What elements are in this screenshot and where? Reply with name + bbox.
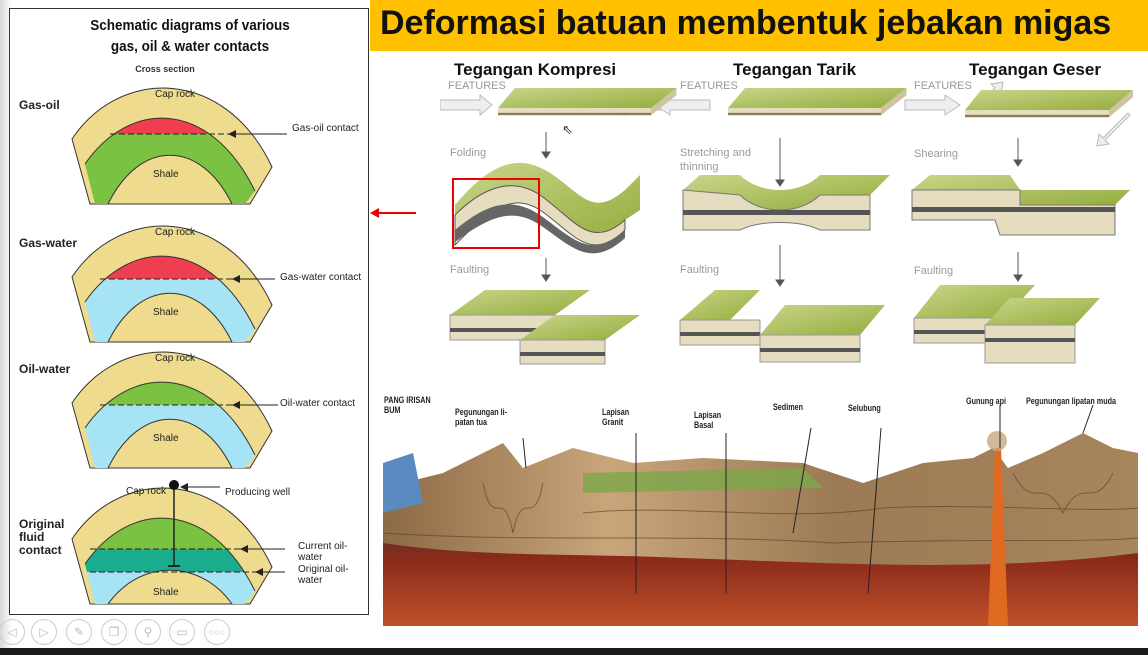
original-contact-label: Original oil-water (298, 564, 349, 586)
faulting-label: Faulting (680, 264, 720, 276)
title-line: PANG IRISAN (384, 395, 431, 405)
chevron-left-icon: ◁ (7, 625, 17, 639)
gas-oil-diagram (71, 87, 287, 205)
features-label: FEATURES (914, 80, 972, 92)
label-line: Lapisan (602, 407, 630, 417)
deformation-diagrams (440, 81, 1133, 365)
subtitles-button[interactable]: ▭ (169, 619, 195, 645)
see-all-slides-button[interactable]: ❐ (101, 619, 127, 645)
row-label-gas-oil: Gas-oil (19, 98, 60, 112)
column-title-tarik: Tegangan Tarik (733, 60, 857, 79)
gas-water-diagram (71, 225, 275, 343)
row-label-original-fluid-contact: Original fluid contact (19, 518, 64, 557)
slide-title: Deformasi batuan membentuk jebakan migas (380, 4, 1112, 42)
slide-title-bar: Deformasi batuan membentuk jebakan migas (370, 0, 1148, 51)
red-pointer-arrow (370, 208, 416, 218)
faulting-label: Faulting (914, 265, 954, 277)
producing-well-label: Producing well (225, 487, 291, 498)
features-label: FEATURES (680, 80, 738, 92)
faulting-label: Faulting (450, 264, 490, 276)
subtitles-icon: ▭ (176, 625, 188, 639)
cap-rock-label: Cap rock (155, 227, 196, 238)
cs-label: Pegunungan li-patan tua (455, 407, 507, 427)
label-line: Pegunungan li- (455, 407, 507, 417)
contact-label: Oil-water contact (280, 398, 356, 409)
current-contact-label: Current oil-water (298, 541, 348, 563)
cap-rock-label: Cap rock (126, 486, 167, 497)
shale-label: Shale (153, 169, 179, 180)
oil-water-diagram (71, 351, 278, 469)
contact-label: Gas-water contact (280, 272, 362, 283)
contacts-diagrams (71, 87, 287, 605)
shale-label: Shale (153, 587, 179, 598)
label-line: Basal (694, 420, 714, 430)
column-title-geser: Tegangan Geser (969, 60, 1101, 79)
label-line: Lapisan (694, 410, 722, 420)
shearing-label: Shearing (914, 148, 959, 160)
next-slide-button[interactable]: ▷ (31, 619, 57, 645)
contact-label: Gas-oil contact (292, 123, 359, 134)
cs-label: Pegunungan lipatan muda (1026, 396, 1117, 406)
previous-slide-button[interactable]: ◁ (0, 619, 25, 645)
shale-label: Shale (153, 433, 179, 444)
mouse-cursor: ⇖ (562, 122, 573, 137)
stretching-label-2: thinning (680, 161, 719, 173)
slides-icon: ❐ (108, 625, 120, 639)
panel-subtitle: Cross section (135, 64, 195, 74)
chevron-right-icon: ▷ (39, 625, 49, 639)
more-icon: ○○○ (208, 627, 226, 637)
label-line: patan tua (455, 417, 488, 427)
pen-icon: ✎ (73, 625, 85, 639)
pen-button[interactable]: ✎ (66, 619, 92, 645)
label-line: Granit (602, 417, 624, 427)
title-line: BUM (384, 405, 401, 415)
earth-cross-section (383, 404, 1138, 626)
row-label-oil-water: Oil-water (19, 362, 71, 376)
label-line: fluid (19, 530, 45, 544)
panel-title-line1: Schematic diagrams of various (90, 17, 290, 34)
cap-rock-label: Cap rock (155, 353, 196, 364)
column-title-kompresi: Tegangan Kompresi (454, 60, 617, 79)
shale-label: Shale (153, 307, 179, 318)
cap-rock-label: Cap rock (155, 89, 196, 100)
cs-label: Selubung (848, 403, 881, 413)
stretching-label: Stretching and (680, 147, 751, 159)
magnifier-icon: ⚲ (143, 625, 153, 639)
more-options-button[interactable]: ○○○ (204, 619, 230, 645)
highlight-box (452, 178, 540, 249)
cs-label: Sedimen (773, 402, 804, 412)
cs-label: Gunung api (966, 396, 1006, 406)
folding-label: Folding (450, 147, 487, 159)
label-line: Original (19, 517, 65, 531)
features-label: FEATURES (448, 80, 506, 92)
original-contact-diagram (71, 480, 285, 605)
row-label-gas-water: Gas-water (19, 236, 78, 250)
label-line: contact (19, 543, 62, 557)
panel-title-line2: gas, oil & water contacts (110, 38, 270, 55)
zoom-button[interactable]: ⚲ (135, 619, 161, 645)
taskbar-edge (0, 648, 1148, 655)
contacts-diagram-panel: Schematic diagrams of various gas, oil &… (9, 8, 369, 615)
